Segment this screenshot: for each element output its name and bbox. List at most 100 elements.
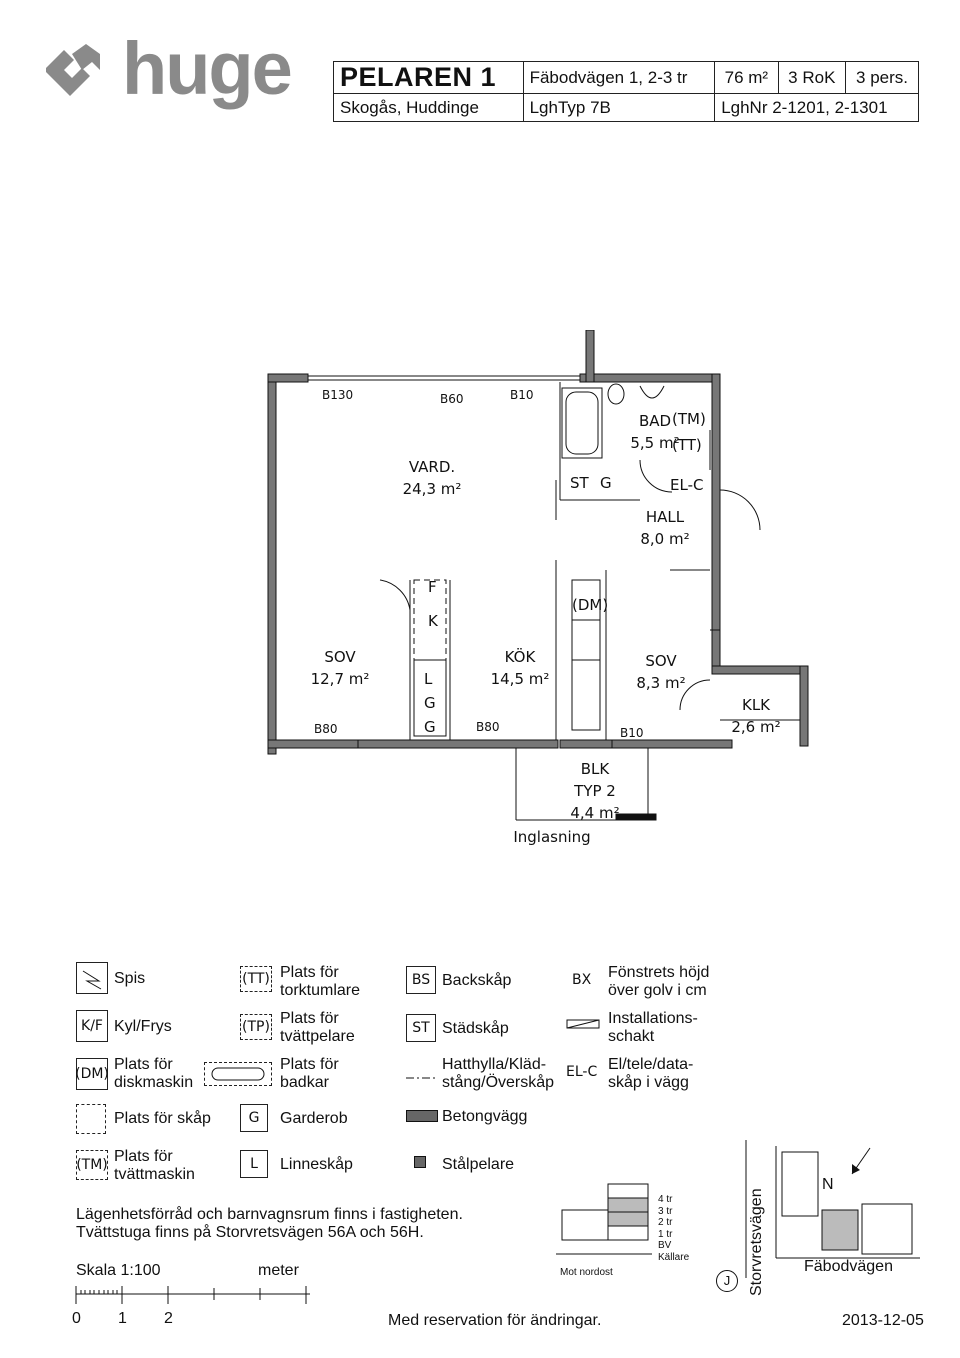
legend-stadskap: Städskåp xyxy=(442,1020,509,1037)
apt-numbers: LghNr 2-1201, 2-1301 xyxy=(714,93,919,122)
legend-hatthylla-2: stång/Överskåp xyxy=(442,1074,555,1091)
window-b130: B130 xyxy=(322,388,354,402)
spis-icon xyxy=(76,962,108,994)
tp-symbol: (TP) xyxy=(240,1014,272,1040)
legend-install-1: Installations- xyxy=(608,1010,698,1027)
area: 76 m² xyxy=(714,61,779,94)
legend-el-2: skåp i vägg xyxy=(608,1074,689,1091)
badkar-icon xyxy=(204,1062,272,1086)
room-bad-area: 5,5 m² xyxy=(630,434,680,452)
legend-fonster-1: Fönstrets höjd xyxy=(608,964,710,981)
legend-tvattmaskin-2: tvättmaskin xyxy=(114,1166,195,1183)
note-storage: Lägenhetsförråd och barnvagnsrum finns i… xyxy=(76,1206,463,1223)
room-blk-name: BLK xyxy=(580,760,610,778)
code-dm: (DM) xyxy=(572,596,609,614)
north-label: N xyxy=(822,1176,834,1193)
room-kok-area: 14,5 m² xyxy=(490,670,550,688)
location: Skogås, Huddinge xyxy=(333,93,524,122)
scale-unit: meter xyxy=(258,1262,299,1279)
code-g2: G xyxy=(424,718,436,736)
scale-label: Skala 1:100 xyxy=(76,1262,161,1279)
floor-4tr: 4 tr xyxy=(658,1194,673,1205)
floor-plan xyxy=(267,330,809,821)
code-tt: (TT) xyxy=(672,436,702,454)
legend-diskmaskin-1: Plats för xyxy=(114,1056,173,1073)
legend-backskap: Backskåp xyxy=(442,972,512,989)
street-storvretsvagen: Storvretsvägen xyxy=(748,1188,765,1296)
room-hall-area: 8,0 m² xyxy=(640,530,690,548)
elc-symbol: EL-C xyxy=(566,1064,598,1080)
scale-bar xyxy=(75,1286,310,1304)
code-tm: (TM) xyxy=(672,410,706,428)
room-klk-name: KLK xyxy=(741,696,771,714)
address: Fäbodvägen 1, 2-3 tr xyxy=(522,61,716,94)
floor-2tr: 2 tr xyxy=(658,1217,673,1228)
tt-symbol: (TT) xyxy=(240,966,272,992)
plan-date: 2013-12-05 xyxy=(842,1312,924,1329)
legend-spis: Spis xyxy=(114,970,146,987)
note-laundry: Tvättstuga finns på Storvretsvägen 56A o… xyxy=(76,1224,424,1241)
apt-type: LghTyp 7B xyxy=(522,93,716,122)
logo-text: huge xyxy=(122,27,293,110)
code-f: F xyxy=(428,578,437,596)
room-vard-area: 24,3 m² xyxy=(402,480,462,498)
code-l: L xyxy=(424,670,433,688)
scale-tick-0: 0 xyxy=(72,1310,81,1327)
legend-torktumlare-2: torktumlare xyxy=(280,982,361,999)
code-st: ST xyxy=(570,474,589,492)
project-name: PELAREN 1 xyxy=(333,61,524,94)
legend-garderob: Garderob xyxy=(280,1110,348,1127)
section-caption: Mot nordost xyxy=(560,1267,613,1278)
stalpelare-icon xyxy=(414,1156,426,1168)
code-k: K xyxy=(428,612,438,630)
legend-hatthylla-1: Hatthylla/Kläd- xyxy=(442,1056,547,1073)
legend-tvattpelare-1: Plats för xyxy=(280,1010,339,1027)
kylfrys-symbol: K/F xyxy=(76,1010,108,1042)
code-g-hall: G xyxy=(600,474,612,492)
floor-3tr: 3 tr xyxy=(658,1205,673,1217)
logo-mark-icon xyxy=(46,44,100,96)
window-b80-left: B80 xyxy=(314,722,338,736)
legend-fonster-2: över golv i cm xyxy=(608,982,707,999)
room-blk-area: 4,4 m² xyxy=(570,804,620,822)
code-g1: G xyxy=(424,694,436,712)
legend-tvattmaskin-1: Plats för xyxy=(114,1148,173,1165)
dm-symbol: (DM) xyxy=(75,1058,109,1090)
tm-symbol: (TM) xyxy=(76,1150,108,1180)
legend-el-1: El/tele/data- xyxy=(608,1056,694,1073)
installation-icon xyxy=(566,1018,600,1037)
rooms: 3 RoK xyxy=(777,61,847,94)
legend-skap: Plats för skåp xyxy=(114,1110,211,1127)
legend-linneskap: Linneskåp xyxy=(280,1156,353,1173)
disclaimer: Med reservation för ändringar. xyxy=(388,1312,602,1329)
balcony-note: Inglasning xyxy=(513,828,591,846)
room-sov1-name: SOV xyxy=(324,648,356,666)
l-symbol: L xyxy=(240,1150,268,1178)
room-sov2-area: 8,3 m² xyxy=(636,674,686,692)
legend-torktumlare-1: Plats för xyxy=(280,964,339,981)
street-fabodvagen: Fäbodvägen xyxy=(804,1258,893,1275)
window-b80-mid: B80 xyxy=(476,720,500,734)
legend-stalpelare: Stålpelare xyxy=(442,1156,515,1173)
site-marker: J xyxy=(716,1270,738,1292)
floor-1tr: 1 tr xyxy=(658,1228,673,1240)
code-el-c: EL-C xyxy=(670,476,704,494)
room-hall-name: HALL xyxy=(645,508,685,526)
room-bad-name: BAD xyxy=(638,412,672,430)
scale-tick-1: 1 xyxy=(118,1310,127,1327)
window-b60: B60 xyxy=(440,392,464,406)
legend-install-2: schakt xyxy=(608,1028,655,1045)
window-b10-bottom: B10 xyxy=(620,726,644,740)
huge-logo: huge xyxy=(42,27,293,110)
window-b10-top: B10 xyxy=(510,388,534,402)
floor-kallare: Källare xyxy=(658,1251,690,1263)
legend-badkar-2: badkar xyxy=(280,1074,329,1091)
bx-symbol: BX xyxy=(572,972,592,988)
bs-symbol: BS xyxy=(406,966,436,994)
legend-diskmaskin-2: diskmaskin xyxy=(114,1074,194,1091)
north-arrow-icon xyxy=(851,1147,871,1175)
st-symbol: ST xyxy=(406,1014,436,1042)
betongvagg-icon xyxy=(406,1110,438,1122)
building-section xyxy=(556,1183,652,1255)
room-klk-area: 2,6 m² xyxy=(731,718,781,736)
